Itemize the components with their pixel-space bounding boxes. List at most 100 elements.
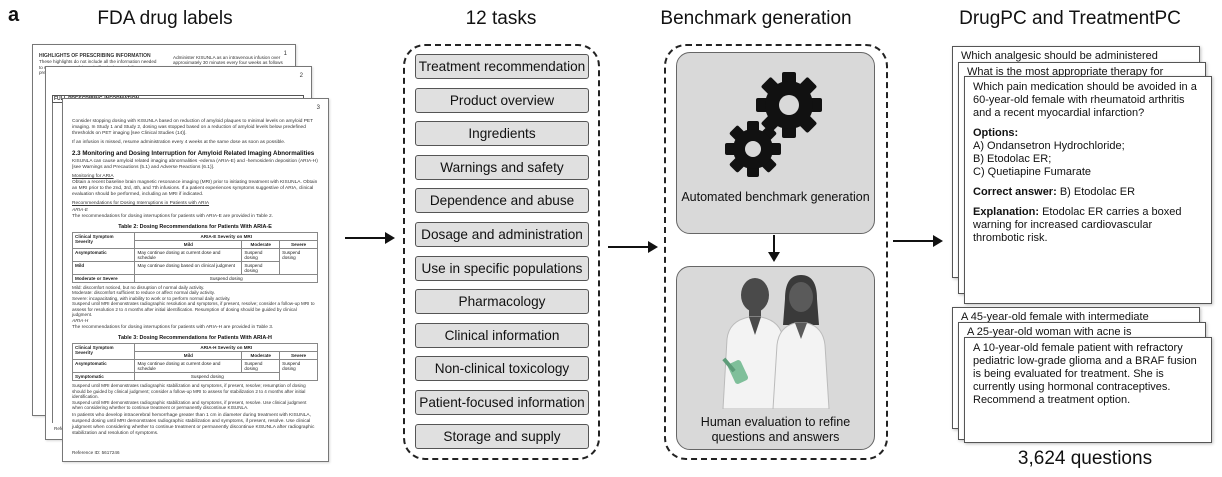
option-item: A) Ondansetron Hydrochloride; <box>973 140 1125 152</box>
doc-paragraph: If an infusion is missed, resume adminis… <box>72 140 286 145</box>
table-cell: Suspend dosing <box>134 274 318 283</box>
doc-footnote: Suspend until MRI demonstrates radiograp… <box>72 301 315 318</box>
flow-arrow-line <box>608 246 648 248</box>
table-header: Moderate <box>241 351 281 361</box>
task-item: Patient-focused information <box>415 390 589 415</box>
table-3: Clinical Symptom Severity ARIA-H Severit… <box>71 343 318 382</box>
table-cell: Moderate or Severe <box>71 274 136 283</box>
table-cell: Asymptomatic <box>71 359 136 374</box>
highlights-header: HIGHLIGHTS OF PRESCRIBING INFORMATION <box>39 53 151 59</box>
flow-arrow-line <box>893 240 933 242</box>
doc-footnote: Moderate: discomfort sufficient to reduc… <box>72 290 215 296</box>
doc-paragraph: Obtain a recent baseline brain magnetic … <box>72 180 318 197</box>
explanation: Explanation: Etodolac ER carries a boxed… <box>973 206 1182 244</box>
automated-generation-box: Automated benchmark generation <box>676 52 875 234</box>
tasks-container <box>403 44 600 460</box>
page-number: 3 <box>316 105 320 111</box>
flow-arrow-line <box>345 237 385 239</box>
table-cell: Suspend dosing <box>279 359 318 382</box>
table-2-title: Table 2: Dosing Recommendations for Pati… <box>118 224 272 230</box>
table-cell: May continue dosing at current dose and … <box>134 359 243 374</box>
task-item: Storage and supply <box>415 423 589 449</box>
reference-id: Reference ID: 5617246 <box>72 449 120 455</box>
human-evaluation-label: Human evaluation to refine questions and… <box>700 415 851 444</box>
task-item: Use in specific populations <box>415 255 589 281</box>
doc-footnote: Suspend until MRI demonstrates radiograp… <box>72 399 307 411</box>
clinicians-icon <box>722 275 830 409</box>
doc-footnote: Mild: discomfort noticed, but no disrupt… <box>72 285 205 290</box>
table-header: Severe <box>279 351 318 361</box>
task-item: Product overview <box>415 87 589 113</box>
options-list: A) Ondansetron Hydrochloride;B) Etodolac… <box>973 140 1203 179</box>
benchmark-container <box>664 44 888 460</box>
task-item: Clinical information <box>415 322 589 348</box>
down-arrow-head <box>768 252 780 262</box>
table-2: Clinical Symptom Severity ARIA-E Severit… <box>71 232 318 283</box>
task-item: Ingredients <box>415 121 589 147</box>
flow-arrow-head <box>385 232 395 244</box>
panel-label: a <box>8 4 20 26</box>
flow-arrow-head <box>933 235 943 247</box>
table-header: ARIA-E Severity on MRI <box>134 232 318 241</box>
question-text: Which pain medication should be avoided … <box>973 81 1197 119</box>
table-cell: Mild <box>71 261 136 275</box>
table-3-title: Table 3: Dosing Recommendations for Pati… <box>118 335 272 342</box>
doc-paragraph: The recommendations for dosing interrupt… <box>72 214 273 219</box>
doc-subheading: ARIA-H <box>72 319 89 325</box>
task-item: Non-clinical toxicology <box>415 356 589 382</box>
table-cell: Suspend dosing <box>241 248 281 262</box>
table-header: ARIA-H Severity on MRI <box>134 343 318 353</box>
drug-question-card: Which pain medication should be avoided … <box>964 76 1212 304</box>
automated-generation-label: Automated benchmark generation <box>681 190 870 204</box>
card-peek-text: Which analgesic should be administered <box>961 50 1158 62</box>
doc-subheading: ARIA-E <box>72 208 88 213</box>
option-item: B) Etodolac ER; <box>973 153 1052 165</box>
table-cell: Suspend dosing <box>241 261 281 275</box>
question-count: 3,624 questions <box>1017 448 1153 469</box>
table-header: Mild <box>134 351 243 361</box>
card-peek-text: A 45-year-old female with intermediate <box>961 311 1149 323</box>
treatment-question-card: A 10-year-old female patient with refrac… <box>964 337 1212 443</box>
table-header: Clinical Symptom Severity <box>71 343 136 361</box>
doc-section-heading: 2.3 Monitoring and Dosing Interruption f… <box>72 150 315 157</box>
label-page-3: 3 Consider stopping dosing with KISUNLA … <box>62 98 329 462</box>
down-arrow-line <box>773 235 775 253</box>
task-item: Treatment recommendation <box>415 54 589 79</box>
options-label: Options: <box>973 127 1019 139</box>
doc-footnote: Severe: incapacitating, with inability t… <box>72 295 231 301</box>
doc-paragraph: In patients who develop intracerebral he… <box>72 413 315 437</box>
gear-large-icon <box>756 72 822 138</box>
table-cell: May continue dosing at current dose and … <box>134 248 243 262</box>
human-evaluation-box: Human evaluation to refine questions and… <box>676 266 875 450</box>
clinician-female-icon <box>772 275 830 409</box>
question-text: A 10-year-old female patient with refrac… <box>973 342 1197 406</box>
correct-answer: Correct answer: B) Etodolac ER <box>973 186 1136 198</box>
table-cell: Symptomatic <box>71 372 136 382</box>
doc-footnote: Suspend until MRI demonstrates radiograp… <box>72 383 306 400</box>
table-header: Severe <box>279 240 318 249</box>
option-item: C) Quetiapine Fumarate <box>973 166 1091 178</box>
table-cell: Suspend dosing <box>241 359 281 374</box>
table-header: Moderate <box>241 240 281 249</box>
doc-subheading: Recommendations for Dosing Interruptions… <box>72 201 210 206</box>
table-header: Clinical Symptom Severity <box>71 232 136 249</box>
gear-small-icon <box>725 121 781 177</box>
task-item: Warnings and safety <box>415 154 589 180</box>
page-number: 2 <box>299 73 303 79</box>
table-header: Mild <box>134 240 243 249</box>
table-cell: May continue dosing based on clinical ju… <box>134 261 243 275</box>
doc-paragraph: Consider stopping dosing with KISUNLA ba… <box>72 119 313 136</box>
task-item: Dependence and abuse <box>415 188 589 214</box>
task-item: Pharmacology <box>415 289 589 315</box>
tasks-title: 12 tasks <box>465 8 537 29</box>
doc-subheading: Monitoring for ARIA <box>72 174 114 179</box>
task-item: Dosage and administration <box>415 222 589 247</box>
card-peek-text: A 25-year-old woman with acne is <box>967 326 1132 338</box>
gears-icon <box>725 72 822 177</box>
doc-paragraph: KISUNLA can cause amyloid related imagin… <box>72 159 318 170</box>
page-number: 1 <box>283 51 287 57</box>
table-cell: Asymptomatic <box>71 248 136 262</box>
flow-arrow-head <box>648 241 658 253</box>
output-title: DrugPC and TreatmentPC <box>959 8 1181 29</box>
table-cell: Suspend dosing <box>134 372 281 382</box>
